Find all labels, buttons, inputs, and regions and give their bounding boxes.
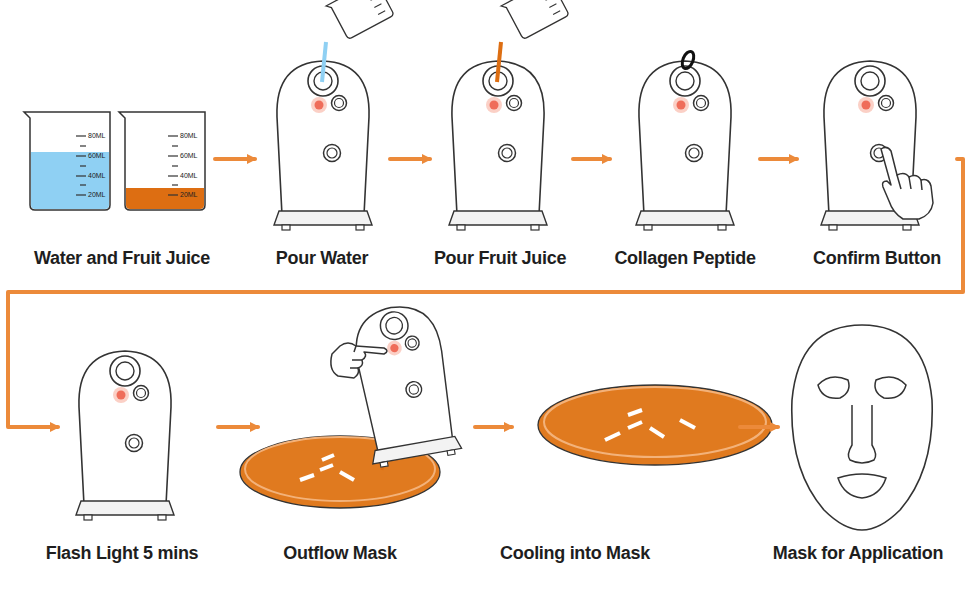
- scale-label: 40ML: [88, 172, 106, 180]
- scale-label: 80ML: [88, 132, 106, 140]
- flow-arrow: [218, 425, 258, 429]
- step-caption: Cooling into Mask: [500, 542, 650, 564]
- flow-arrow: [573, 157, 610, 161]
- step-panel: Collagen Peptide: [610, 60, 760, 230]
- step-panel: Outflow Mask: [258, 300, 475, 525]
- step-panel: Pour Fruit Juice: [430, 60, 573, 230]
- step-panel: Water and Fruit Juice: [20, 60, 215, 230]
- step-caption: Pour Fruit Juice: [434, 247, 566, 269]
- flow-arrow: [760, 157, 797, 161]
- step-caption: Outflow Mask: [283, 542, 396, 564]
- scale-label: 40ML: [180, 172, 198, 180]
- step-caption: Collagen Peptide: [614, 247, 755, 269]
- step-panel: Cooling into Mask: [512, 300, 740, 525]
- scale-label: 80ML: [180, 132, 198, 140]
- step-caption: Water and Fruit Juice: [34, 247, 210, 269]
- step-caption: Pour Water: [276, 247, 368, 269]
- step-panel: Mask for Application: [778, 300, 958, 525]
- scale-label: 60ML: [180, 152, 198, 160]
- flow-arrow: [215, 157, 255, 161]
- scale-label: 60ML: [88, 152, 106, 160]
- scale-label: 20ML: [180, 191, 198, 199]
- flow-arrow: [475, 425, 512, 429]
- step-panel: Pour Water: [255, 60, 390, 230]
- step-caption: Mask for Application: [773, 542, 943, 564]
- scale-label: 20ML: [88, 191, 106, 199]
- flow-arrow: [740, 425, 778, 429]
- flow-arrow: [390, 157, 430, 161]
- step-panel: Flash Light 5 mins: [58, 330, 218, 525]
- step-caption: Flash Light 5 mins: [46, 542, 199, 564]
- flow-arrow: [8, 159, 963, 427]
- step-caption: Confirm Button: [813, 247, 941, 269]
- step-panel: Confirm Button: [797, 60, 957, 230]
